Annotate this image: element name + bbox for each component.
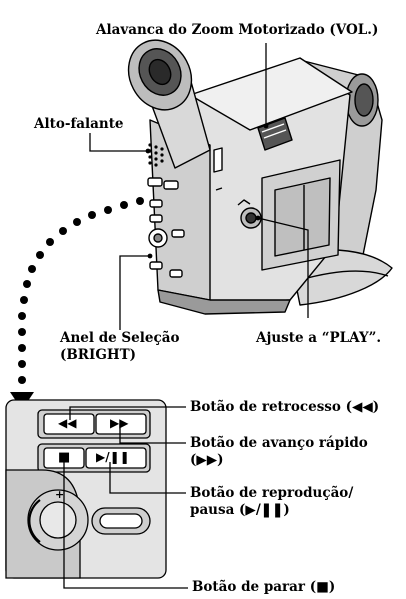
label-zoom-lever: Alavanca do Zoom Motorizado (VOL.) [96,22,379,38]
rewind-button [43,413,95,435]
play-pause-button [85,447,147,469]
control-panel [5,399,167,579]
label-speaker: Alto-falante [34,116,124,132]
plus-glyph: + [55,488,65,501]
fast-forward-button [95,413,147,435]
label-play-pause-line1: Botão de reprodução/ [190,485,354,501]
label-set-play: Ajuste a “PLAY”. [256,330,382,346]
label-play-pause-button: Botão de reprodução/ pausa (▶/❚❚) [190,485,353,519]
play-pause-glyph: ▶/❚❚ [96,450,130,464]
label-fast-forward-line2: (▶▶) [190,452,224,468]
dotted-path [18,197,144,384]
label-play-pause-line2: pausa (▶/❚❚) [190,502,290,518]
label-selection-ring-line2: (BRIGHT) [60,347,137,363]
rewind-glyph: ◀◀ [58,416,77,430]
camcorder-top [189,57,353,131]
label-fast-forward-button: Botão de avanço rápido (▶▶) [190,435,368,469]
label-fast-forward-line1: Botão de avanço rápido [190,435,368,451]
label-rewind-button: Botão de retrocesso (◀◀) [190,399,380,415]
speaker-grille [148,143,164,167]
leader-lines [63,43,309,589]
label-selection-ring: Anel de Seleção (BRIGHT) [60,330,179,364]
label-selection-ring-line1: Anel de Seleção [60,330,180,346]
stop-glyph: ■ [58,450,71,465]
label-stop-button: Botão de parar (■) [192,579,336,595]
fast-forward-glyph: ▶▶ [110,416,129,430]
camcorder [127,39,393,315]
